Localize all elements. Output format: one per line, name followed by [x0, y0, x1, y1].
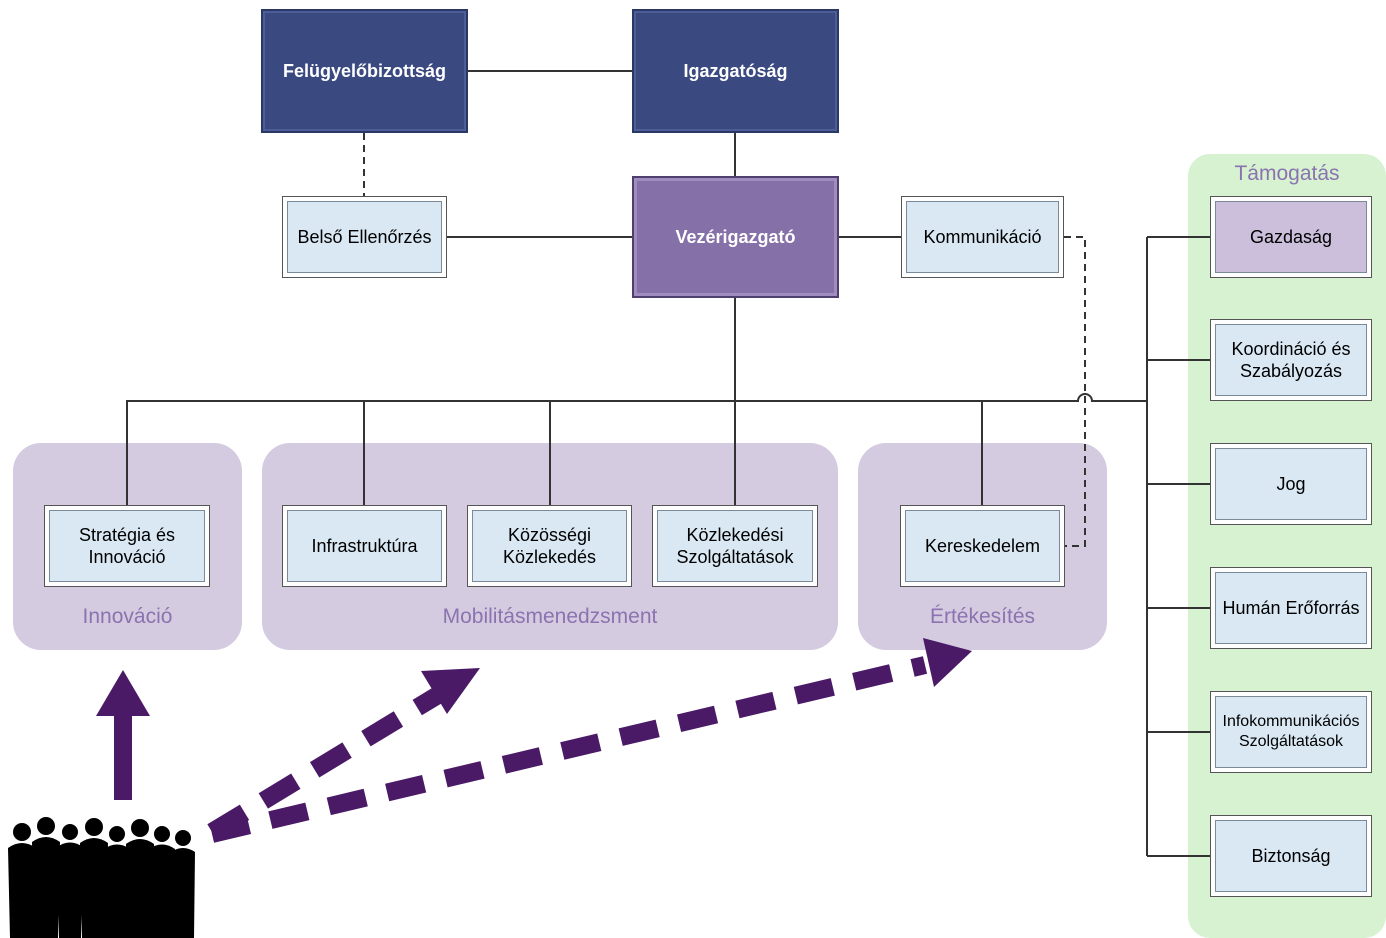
box-vezerigazgato[interactable]: Vezérigazgató	[632, 176, 839, 298]
box-human-label: Humán Erőforrás	[1222, 597, 1360, 618]
box-igazgatosag-label: Igazgatóság	[683, 60, 788, 81]
arrow-dashed-mobilitas-head	[421, 668, 480, 714]
group-label-ertekesites: Értékesítés	[929, 605, 1036, 628]
box-jog[interactable]: Jog	[1210, 443, 1372, 525]
box-infokommunikacios-szolgaltatasok[interactable]: Infokommunikációs Szolgáltatások	[1210, 691, 1372, 773]
arrow-dashed-ertekesites-shaft	[209, 656, 928, 843]
box-kommunikacio[interactable]: Kommunikáció	[901, 196, 1064, 278]
box-strategia-es-innovacio[interactable]: Stratégia és Innováció	[44, 505, 210, 587]
box-koordinacio-es-szabalyozas[interactable]: Koordináció és Szabályozás	[1210, 319, 1372, 401]
box-kereskedelem-label: Kereskedelem	[924, 535, 1041, 556]
box-jog-label: Jog	[1276, 473, 1306, 494]
group-tamogatas: Támogatás	[1188, 154, 1386, 938]
group-label-innovacio: Innováció	[82, 605, 173, 628]
box-kozossegi-label: Közösségi Közlekedés	[502, 524, 597, 568]
box-igazgatosag[interactable]: Igazgatóság	[632, 9, 839, 133]
box-felugyelobizottsag[interactable]: Felügyelőbizottság	[261, 9, 468, 133]
box-infrastruktura[interactable]: Infrastruktúra	[282, 505, 447, 587]
box-gazdasag[interactable]: Gazdaság	[1210, 196, 1372, 278]
box-kozossegi-kozlekedes[interactable]: Közösségi Közlekedés	[467, 505, 632, 587]
box-felugyelobizottsag-label: Felügyelőbizottság	[282, 60, 446, 81]
box-kommunikacio-label: Kommunikáció	[923, 226, 1042, 247]
box-strategia-label: Stratégia és Innováció	[78, 524, 176, 568]
box-kozlekedesi-szolgaltatasok[interactable]: Közlekedési Szolgáltatások	[652, 505, 818, 587]
box-vezerigazgato-label: Vezérigazgató	[675, 226, 796, 247]
people-silhouette-icon	[8, 817, 195, 938]
box-biztonsag-label: Biztonság	[1251, 845, 1331, 866]
box-human-eroforras[interactable]: Humán Erőforrás	[1210, 567, 1372, 649]
arrow-up-head	[96, 670, 150, 716]
box-kozlekedesi-label: Közlekedési Szolgáltatások	[676, 524, 794, 568]
box-infrastruktura-label: Infrastruktúra	[311, 535, 418, 556]
box-infokom-label: Infokommunikációs Szolgáltatások	[1222, 713, 1360, 750]
group-label-mobilitasmenedzsment: Mobilitásmenedzsment	[442, 605, 658, 628]
box-belso-ellenorzes[interactable]: Belső Ellenőrzés	[282, 196, 447, 278]
group-label-tamogatas: Támogatás	[1234, 162, 1340, 185]
arrow-up-shaft	[114, 712, 132, 800]
box-belso-ellenorzes-label: Belső Ellenőrzés	[297, 226, 432, 247]
box-kereskedelem[interactable]: Kereskedelem	[900, 505, 1065, 587]
box-biztonsag[interactable]: Biztonság	[1210, 815, 1372, 897]
arrow-dashed-mobilitas-shaft	[207, 687, 443, 840]
box-koordinacio-label: Koordináció és Szabályozás	[1231, 338, 1351, 382]
box-gazdasag-label: Gazdaság	[1249, 226, 1333, 247]
